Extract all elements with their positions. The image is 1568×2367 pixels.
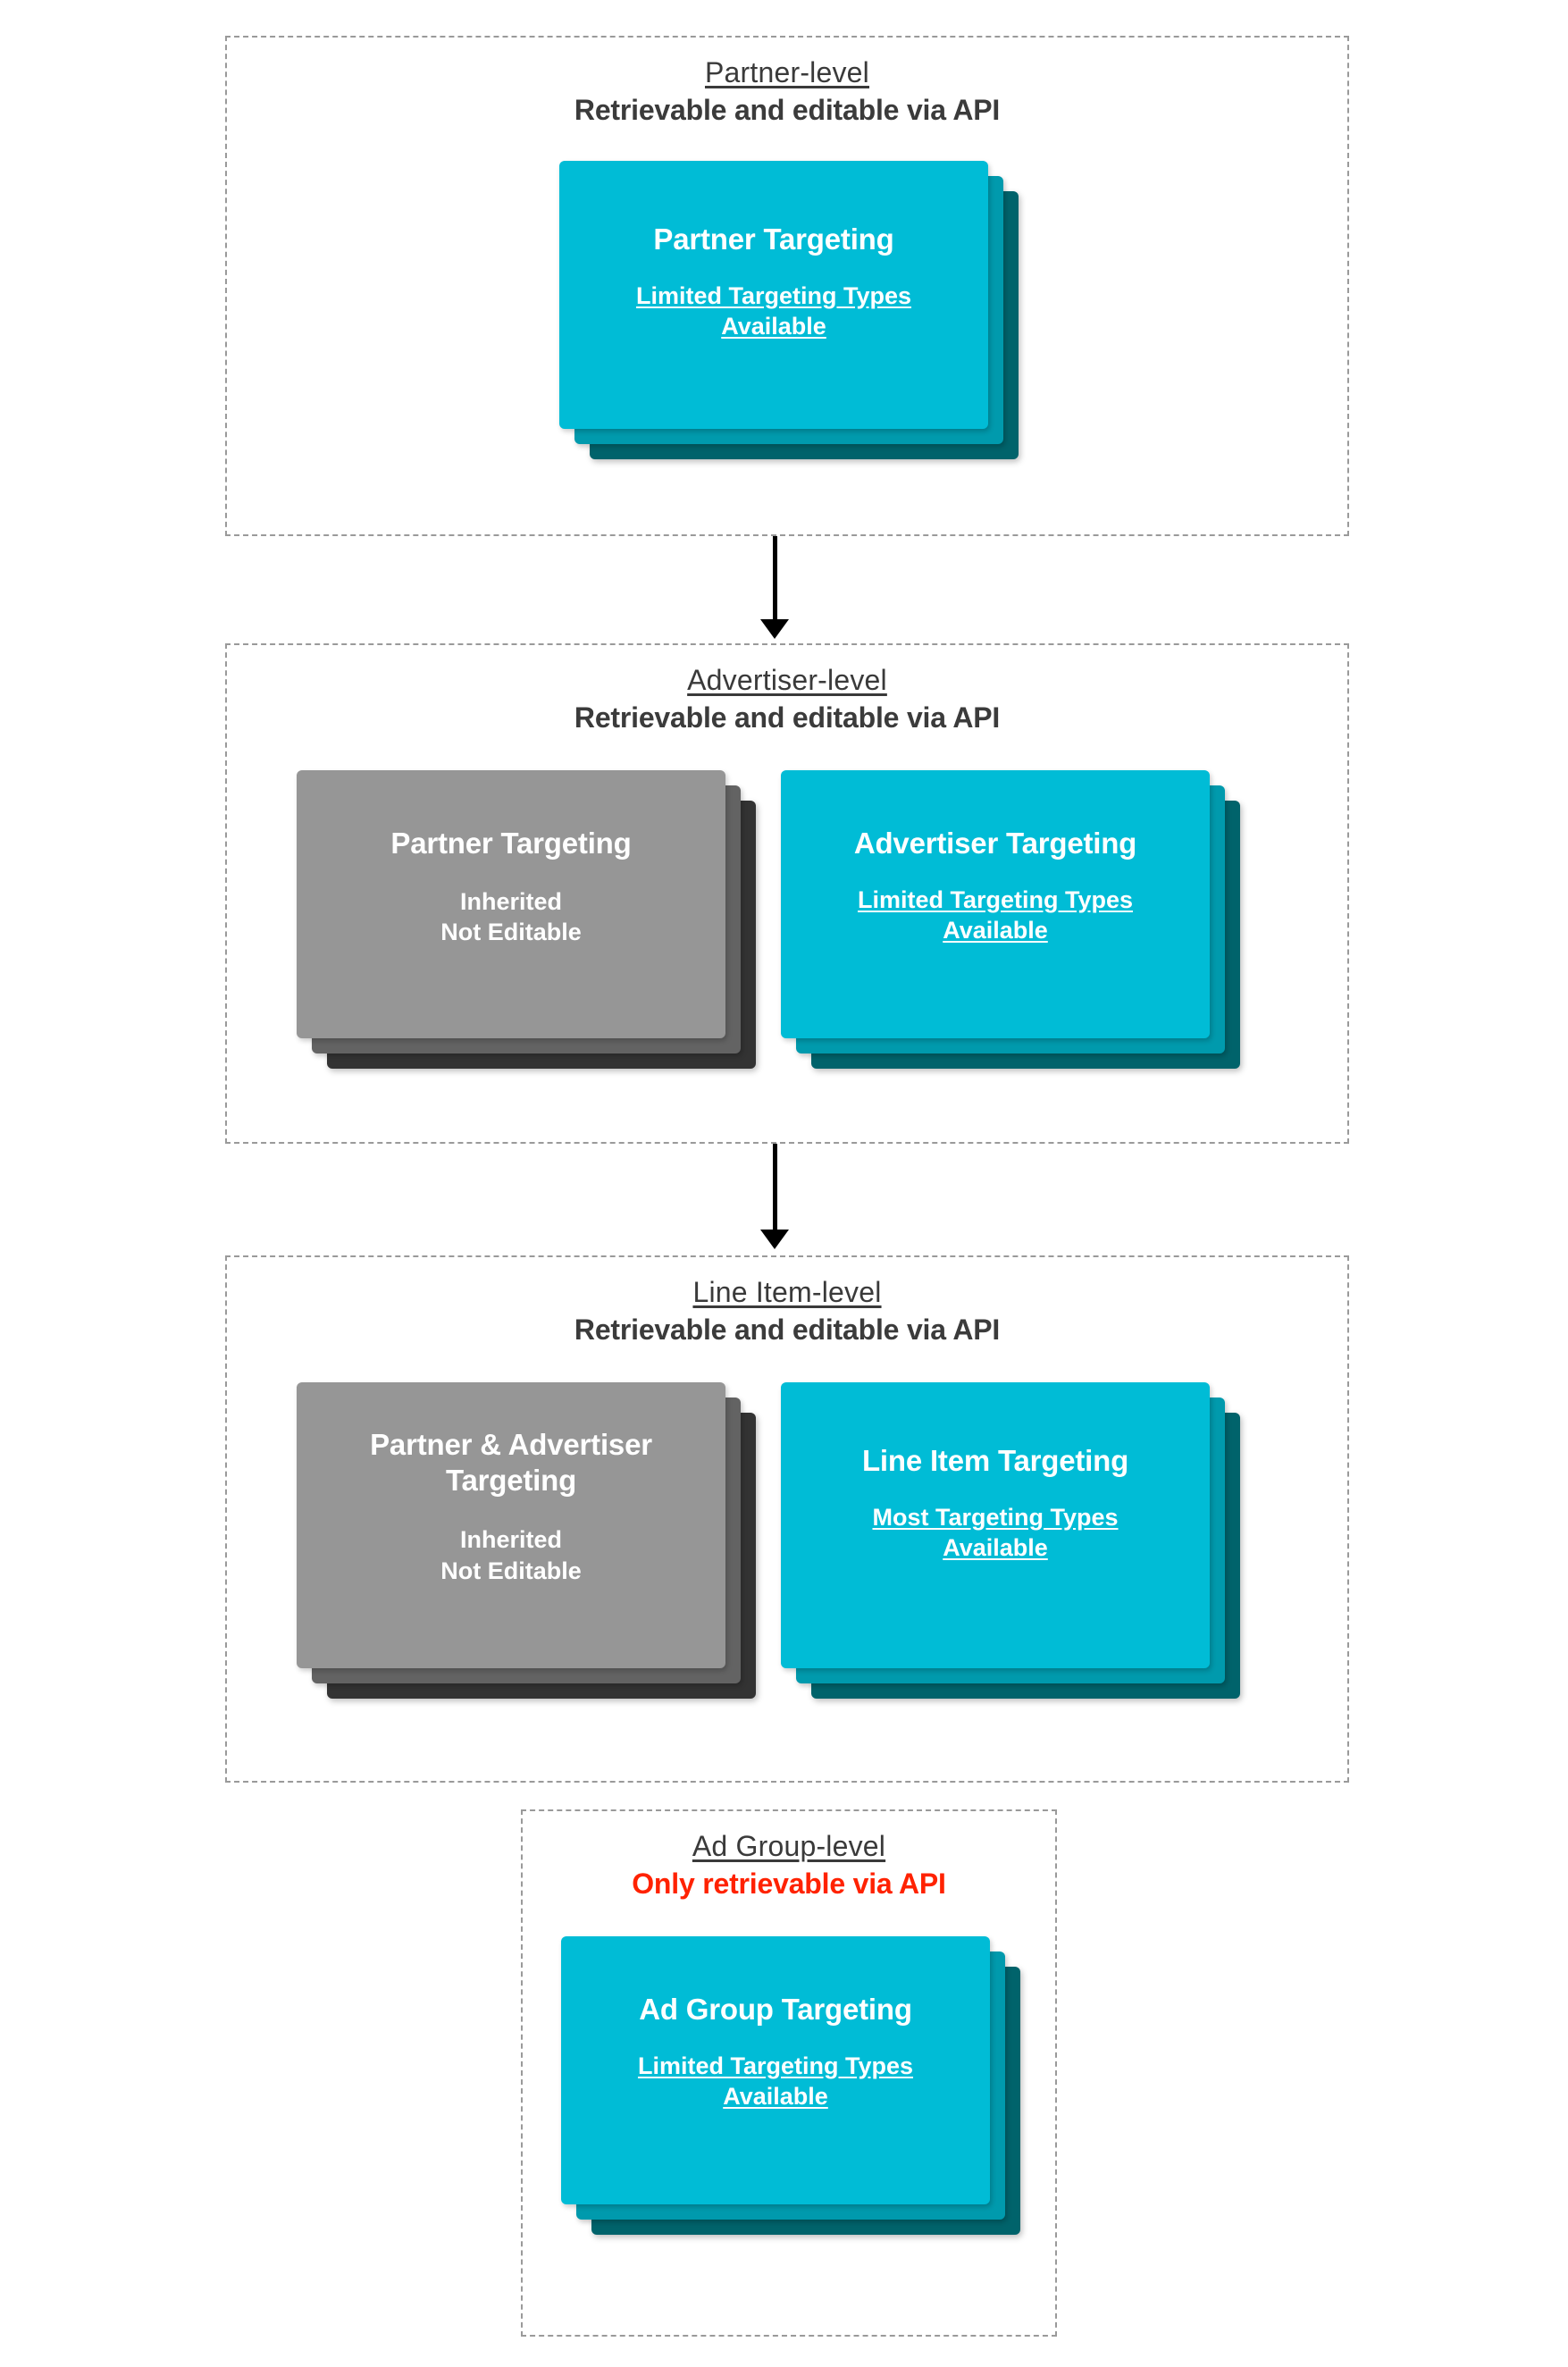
level-heading-line-item: Line Item-level Retrievable and editable…	[227, 1276, 1347, 1347]
card-note: Inherited Not Editable	[440, 887, 582, 946]
level-heading-advertiser: Advertiser-level Retrievable and editabl…	[227, 664, 1347, 734]
level-subtitle-advertiser: Retrievable and editable via API	[574, 701, 1001, 734]
level-title-partner: Partner-level	[704, 56, 869, 88]
level-subtitle-ad-group: Only retrievable via API	[632, 1867, 946, 1900]
card-stack-partner-targeting[interactable]: Partner Targeting Limited Targeting Type…	[559, 161, 1019, 459]
level-container-advertiser: Advertiser-level Retrievable and editabl…	[225, 643, 1349, 1144]
card-layer-front[interactable]: Partner Targeting Limited Targeting Type…	[559, 161, 988, 429]
card-title: Partner Targeting	[653, 222, 894, 256]
connector-arrow-partner-to-advertiser	[759, 536, 791, 639]
level-subtitle-line-item: Retrievable and editable via API	[574, 1313, 1001, 1346]
card-note: Most Targeting Types Available	[872, 1503, 1119, 1562]
arrow-shaft	[772, 1144, 777, 1232]
card-layer-front[interactable]: Partner Targeting Inherited Not Editable	[297, 770, 725, 1038]
card-title: Partner & Advertiser Targeting	[370, 1428, 652, 1497]
card-title: Ad Group Targeting	[639, 1993, 912, 2026]
card-note: Inherited Not Editable	[440, 1526, 582, 1584]
level-subtitle-partner: Retrievable and editable via API	[574, 93, 1001, 126]
card-stack-ad-group-targeting[interactable]: Ad Group Targeting Limited Targeting Typ…	[561, 1936, 1020, 2235]
card-layer-front[interactable]: Line Item Targeting Most Targeting Types…	[781, 1382, 1210, 1668]
level-title-advertiser: Advertiser-level	[687, 664, 887, 696]
level-heading-partner: Partner-level Retrievable and editable v…	[227, 56, 1347, 127]
card-note: Limited Targeting Types Available	[635, 281, 912, 340]
card-stack-inherited-partner-advertiser-targeting[interactable]: Partner & Advertiser Targeting Inherited…	[297, 1382, 756, 1699]
card-layer-front[interactable]: Ad Group Targeting Limited Targeting Typ…	[561, 1936, 990, 2204]
level-title-ad-group: Ad Group-level	[692, 1830, 886, 1862]
card-stack-line-item-targeting[interactable]: Line Item Targeting Most Targeting Types…	[781, 1382, 1240, 1699]
card-stack-advertiser-targeting[interactable]: Advertiser Targeting Limited Targeting T…	[781, 770, 1240, 1069]
level-container-partner: Partner-level Retrievable and editable v…	[225, 36, 1349, 536]
card-layer-front[interactable]: Advertiser Targeting Limited Targeting T…	[781, 770, 1210, 1038]
card-stack-inherited-partner-targeting[interactable]: Partner Targeting Inherited Not Editable	[297, 770, 756, 1069]
arrow-shaft	[772, 536, 777, 622]
card-title: Line Item Targeting	[861, 1444, 1129, 1477]
card-title: Advertiser Targeting	[853, 827, 1137, 860]
level-heading-ad-group: Ad Group-level Only retrievable via API	[523, 1830, 1055, 1901]
connector-arrow-advertiser-to-lineitem	[759, 1144, 791, 1249]
level-container-line-item: Line Item-level Retrievable and editable…	[225, 1255, 1349, 1783]
card-note: Limited Targeting Types Available	[637, 2052, 914, 2111]
arrow-head-icon	[760, 619, 789, 639]
arrow-head-icon	[760, 1230, 789, 1249]
card-note: Limited Targeting Types Available	[857, 886, 1134, 944]
level-title-line-item: Line Item-level	[692, 1276, 882, 1308]
card-title: Partner Targeting	[390, 827, 632, 860]
level-container-ad-group: Ad Group-level Only retrievable via API …	[521, 1809, 1057, 2337]
card-layer-front[interactable]: Partner & Advertiser Targeting Inherited…	[297, 1382, 725, 1668]
